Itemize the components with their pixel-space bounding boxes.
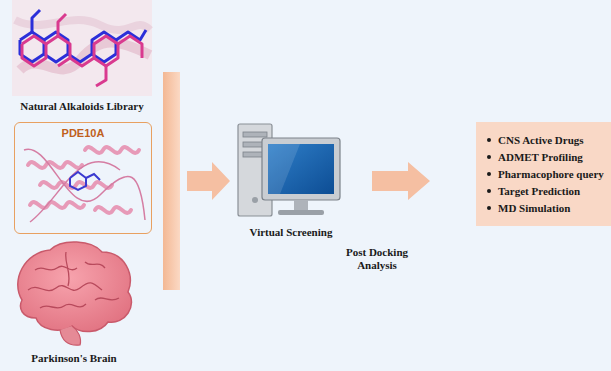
bullet-dot (487, 172, 491, 176)
bullet-dot (487, 206, 491, 210)
box-title: PDE10A (59, 127, 108, 139)
figure-label: Natural Alkaloids Library (6, 100, 158, 113)
list-item: ADMET Profiling (486, 150, 607, 164)
figure-label: Virtual Screening (226, 226, 356, 239)
bullet-dot (487, 189, 491, 193)
list-item: Target Prediction (486, 184, 607, 198)
target-box: PDE10A (14, 122, 152, 234)
figure-label: Post Docking Analysis (336, 246, 418, 272)
bullet-dot (487, 138, 491, 142)
list-item: MD Simulation (486, 201, 607, 215)
list-item: CNS Active Drugs (486, 133, 607, 147)
bullet-dot (487, 155, 491, 159)
result-box: CNS Active DrugsADMET ProfilingPharmacop… (476, 122, 611, 226)
figure-label: Parkinson's Brain (4, 352, 144, 365)
list-item: Pharmacophore query (486, 167, 607, 181)
